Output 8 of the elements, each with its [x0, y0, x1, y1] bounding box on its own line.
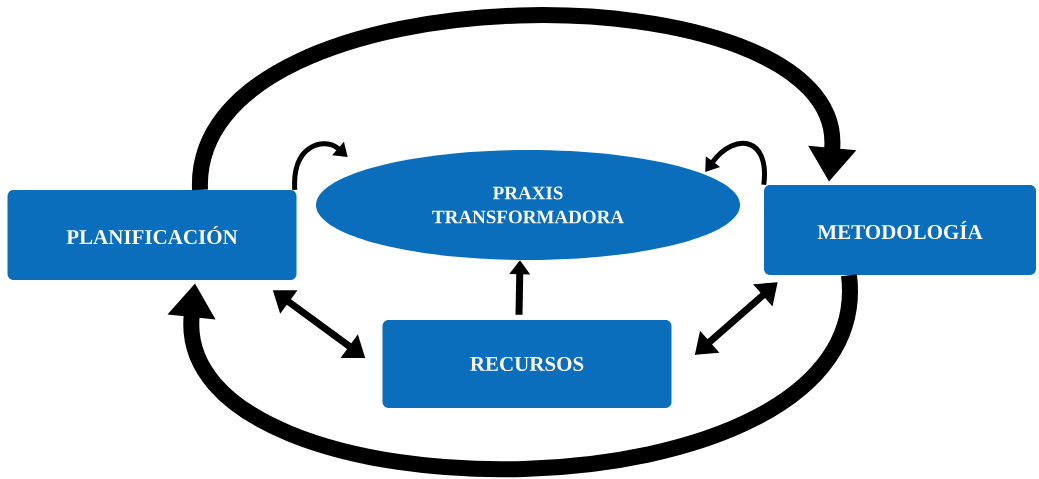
process-box: PLANIFICACIÓN: [7, 190, 297, 280]
process-box: RECURSOS: [382, 320, 672, 408]
process-box: METODOLOGÍA: [764, 185, 1036, 275]
arrow: [167, 274, 857, 477]
ellipse-node: PRAXIS TRANSFORMADORA: [316, 150, 740, 260]
arrow: [292, 141, 348, 190]
arrow: [192, 7, 857, 192]
arrow: [705, 141, 767, 185]
